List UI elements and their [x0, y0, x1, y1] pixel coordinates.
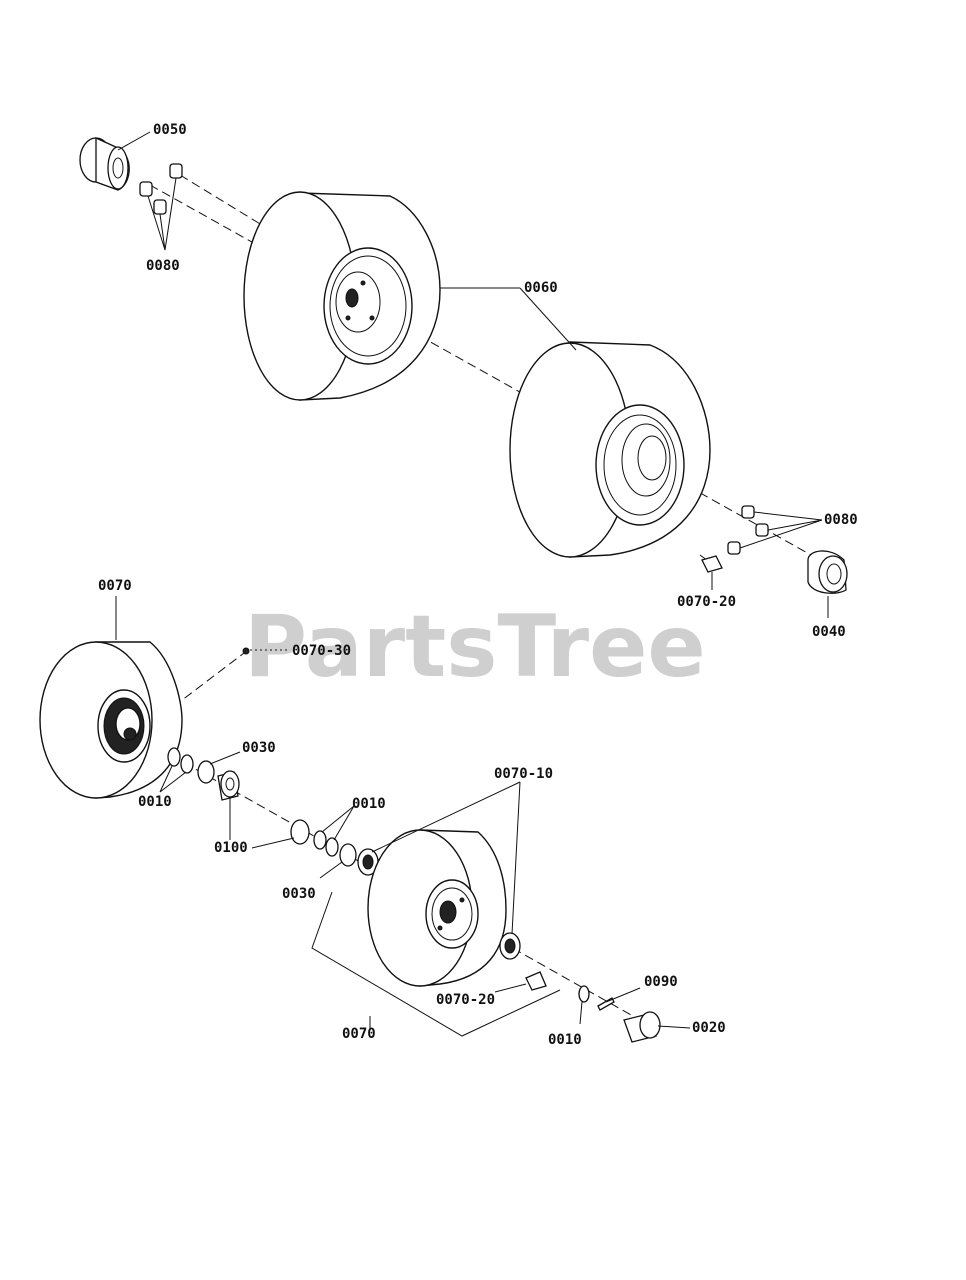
part-0010-washer-bottom[interactable]	[578, 985, 590, 1003]
bolt-path-line	[179, 174, 271, 231]
part-0070-10-bearing-left[interactable]	[290, 819, 310, 845]
part-0100-spacer[interactable]	[217, 770, 240, 801]
label-0100: 0100	[214, 840, 248, 856]
leader-0100	[229, 798, 295, 849]
label-0010-mid: 0010	[352, 796, 386, 812]
label-0070-10: 0070-10	[494, 766, 553, 782]
part-0070-10-bearing-right[interactable]	[499, 932, 521, 960]
leader-0090	[605, 987, 641, 1003]
part-0070-20-valve-stem-bottom[interactable]	[525, 971, 547, 991]
leader-0070-20-bottom	[494, 983, 527, 993]
part-0060-tire-right[interactable]	[509, 341, 711, 558]
label-0060: 0060	[524, 280, 558, 296]
leader-0080-top	[147, 177, 177, 251]
label-0010-left: 0010	[138, 794, 172, 810]
label-0010-bottom: 0010	[548, 1032, 582, 1048]
axle-centerline-top	[149, 184, 821, 561]
part-0070-30-valve-core[interactable]	[242, 647, 250, 655]
label-0020: 0020	[692, 1020, 726, 1036]
part-0070-wheel-left[interactable]	[39, 641, 183, 799]
leader-0010-bottom	[579, 1001, 583, 1025]
leader-0020	[657, 1025, 691, 1029]
leader-0010-mid	[321, 805, 355, 841]
label-0070-20-bottom: 0070-20	[436, 992, 495, 1008]
leader-0080-right	[739, 511, 823, 549]
part-0010-washers-left[interactable]	[167, 747, 194, 774]
label-0080-right: 0080	[824, 512, 858, 528]
part-0040-hub-cap[interactable]	[807, 550, 848, 594]
label-0070-20-top: 0070-20	[677, 594, 736, 610]
leader-0070-bottom-bracket	[311, 891, 561, 1037]
part-0070-10-bearing-inner[interactable]	[357, 848, 379, 876]
leader-0060	[440, 287, 577, 351]
label-0050: 0050	[153, 122, 187, 138]
part-0060-tire-left[interactable]	[243, 191, 441, 401]
label-0070-top: 0070	[98, 578, 132, 594]
label-0040: 0040	[812, 624, 846, 640]
part-0030-bushing-top[interactable]	[197, 760, 215, 784]
part-0070-20-valve-stem-top[interactable]	[701, 555, 723, 573]
axle-centerline-bottom	[134, 734, 641, 1021]
part-0010-washers-mid[interactable]	[313, 830, 339, 857]
label-0090: 0090	[644, 974, 678, 990]
part-0090-pin[interactable]	[597, 997, 615, 1011]
part-0030-bushing-bottom[interactable]	[339, 843, 357, 867]
leader-0010-left	[159, 765, 187, 793]
label-0070-bottom: 0070	[342, 1026, 376, 1042]
leader-0030-bottom	[319, 861, 343, 879]
part-0080-lug-nuts-top[interactable]	[139, 163, 183, 215]
label-0080-top: 0080	[146, 258, 180, 274]
leader-0070-10	[371, 781, 521, 935]
label-0030-bottom: 0030	[282, 886, 316, 902]
label-0030-top: 0030	[242, 740, 276, 756]
part-0050-hub-cap[interactable]	[79, 136, 130, 191]
part-0020-hub-cap[interactable]	[623, 1011, 661, 1043]
leader-0050	[117, 131, 151, 151]
label-0070-30: 0070-30	[292, 643, 351, 659]
leader-0030-top	[209, 751, 241, 765]
partstree-watermark: PartsTree	[244, 597, 706, 697]
part-0070-wheel-bottom[interactable]	[367, 829, 507, 987]
